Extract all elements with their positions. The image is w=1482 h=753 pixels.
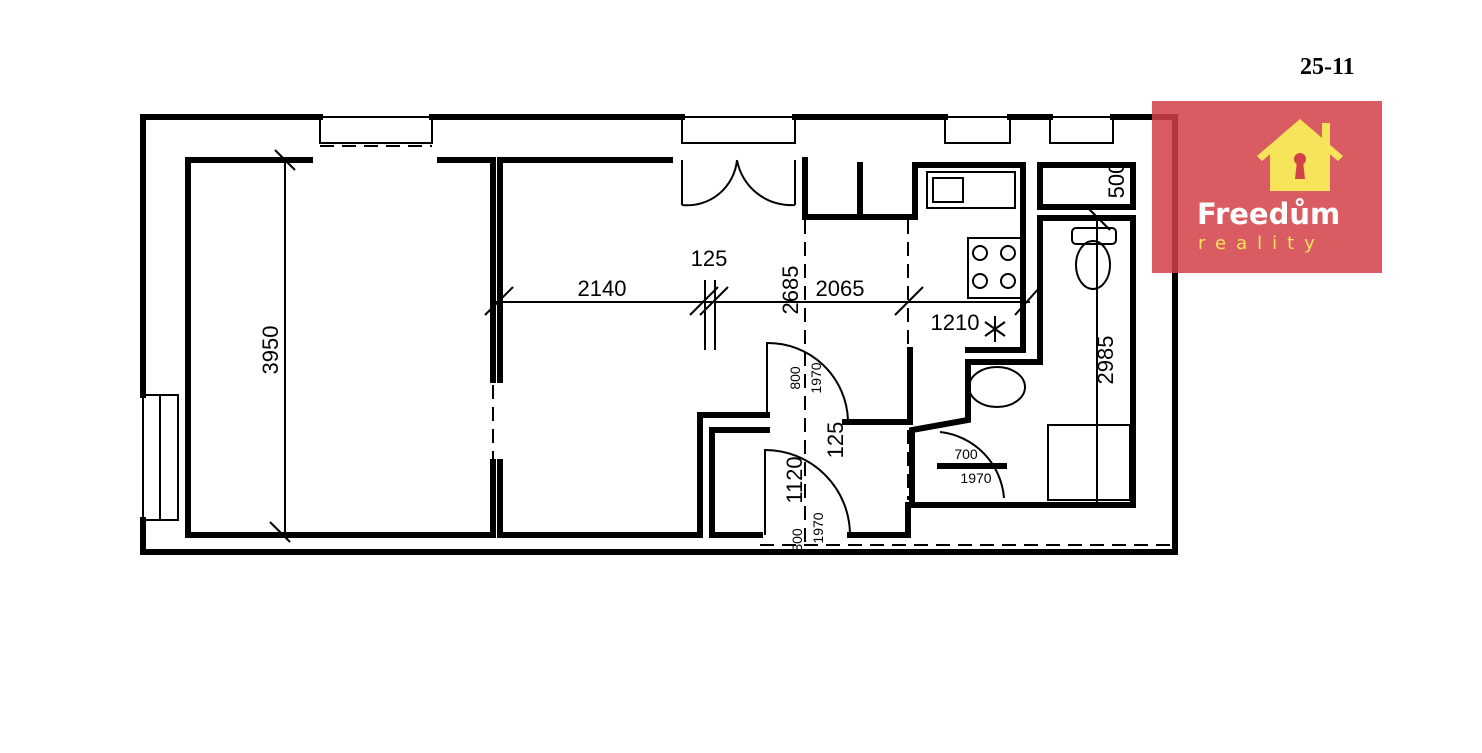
toilet-icon <box>1071 227 1117 290</box>
dim-hall-width: 1120 <box>782 456 807 503</box>
dim-wc-width: 500 <box>1104 162 1129 199</box>
dim-partition: 125 <box>691 246 728 271</box>
dim-hall-depth: 2685 <box>778 266 803 315</box>
dim-bath-depth: 2985 <box>1093 336 1118 385</box>
stove-icon <box>967 237 1024 299</box>
fixtures <box>926 171 1131 501</box>
boiler-icon <box>984 316 1006 342</box>
dim-door2-height: 1970 <box>810 512 826 543</box>
dim-bath-door-width: 700 <box>954 446 978 462</box>
dim-room1-depth: 3950 <box>258 326 283 375</box>
dim-kitchen-width: 2065 <box>816 276 865 301</box>
dimension-lines <box>269 149 1111 543</box>
sink-icon <box>926 171 1016 209</box>
doors <box>681 159 1007 536</box>
dimension-labels: 3950 2140 125 2685 2065 1210 800 1970 12… <box>258 162 1129 552</box>
freedum-reality-logo: Freedům reality <box>1152 101 1382 273</box>
sheet-number: 25-11 <box>1300 54 1355 80</box>
dim-door1-height: 1970 <box>808 362 824 393</box>
dim-room2-width: 2140 <box>578 276 627 301</box>
openings <box>492 220 1175 546</box>
dim-door1-width: 800 <box>787 366 803 390</box>
logo-sub: reality <box>1198 233 1325 254</box>
windows <box>142 116 1114 521</box>
dim-bath-door-height: 1970 <box>960 470 991 486</box>
dim-partition2: 125 <box>823 422 848 459</box>
dim-door2-width: 800 <box>789 528 805 552</box>
washbasin-icon <box>968 366 1026 408</box>
dim-kitchen-counter: 1210 <box>931 310 980 335</box>
house-keyhole-icon <box>1257 119 1343 191</box>
logo-brand: Freedům <box>1197 197 1341 231</box>
shower-tray-icon <box>1047 424 1131 501</box>
